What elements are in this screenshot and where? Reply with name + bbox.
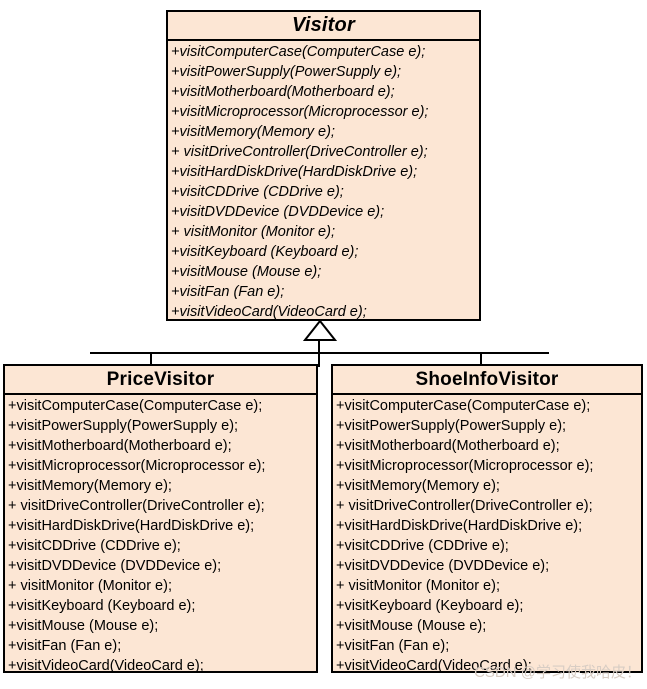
uml-method: +visitVideoCard(VideoCard e);: [336, 658, 532, 674]
uml-method: +visitPowerSupply(PowerSupply e);: [336, 418, 567, 434]
uml-method: +visitMouse (Mouse e);: [8, 618, 159, 634]
generalization-drop-shoeinfovisitor: [480, 352, 482, 366]
uml-method: +visitMicroprocessor(Microprocessor e);: [8, 458, 266, 474]
uml-method: + visitDriveController(DriveController e…: [336, 498, 593, 514]
uml-method: +visitMouse (Mouse e);: [171, 264, 322, 280]
uml-method: +visitMemory(Memory e);: [8, 478, 172, 494]
uml-method: + visitDriveController(DriveController e…: [171, 144, 428, 160]
generalization-drop-pricevisitor: [150, 352, 152, 366]
uml-method: +visitMemory(Memory e);: [171, 124, 335, 140]
uml-method: +visitDVDDevice (DVDDevice e);: [336, 558, 550, 574]
uml-method: +visitMotherboard(Motherboard e);: [336, 438, 560, 454]
uml-method: +visitMicroprocessor(Microprocessor e);: [336, 458, 594, 474]
uml-method: +visitMouse (Mouse e);: [336, 618, 487, 634]
uml-class-shoeinfovisitor[interactable]: ShoeInfoVisitor +visitComputerCase(Compu…: [331, 364, 643, 676]
uml-method: + visitMonitor (Monitor e);: [171, 224, 335, 240]
uml-method: +visitFan (Fan e);: [336, 638, 450, 654]
uml-method: +visitMotherboard(Motherboard e);: [171, 84, 395, 100]
uml-method: +visitHardDiskDrive(HardDiskDrive e);: [171, 164, 418, 180]
uml-method: +visitCDDrive (CDDrive e);: [8, 538, 181, 554]
uml-class-visitor[interactable]: Visitor +visitComputerCase(ComputerCase …: [166, 10, 481, 321]
uml-method: +visitCDDrive (CDDrive e);: [171, 184, 344, 200]
uml-method: +visitVideoCard(VideoCard e);: [171, 304, 367, 320]
uml-method: +visitPowerSupply(PowerSupply e);: [171, 64, 402, 80]
uml-class-name-pricevisitor: PriceVisitor: [5, 366, 316, 395]
uml-method: +visitMemory(Memory e);: [336, 478, 500, 494]
uml-method: +visitDVDDevice (DVDDevice e);: [171, 204, 385, 220]
uml-method: +visitFan (Fan e);: [8, 638, 122, 654]
uml-members-pricevisitor: +visitComputerCase(ComputerCase e); +vis…: [5, 395, 316, 676]
uml-members-shoeinfovisitor: +visitComputerCase(ComputerCase e); +vis…: [333, 395, 641, 676]
uml-method: +visitDVDDevice (DVDDevice e);: [8, 558, 222, 574]
uml-method: +visitHardDiskDrive(HardDiskDrive e);: [8, 518, 255, 534]
uml-class-name-shoeinfovisitor: ShoeInfoVisitor: [333, 366, 641, 395]
uml-method: + visitDriveController(DriveController e…: [8, 498, 265, 514]
generalization-bus: [90, 352, 549, 354]
uml-method: +visitVideoCard(VideoCard e);: [8, 658, 204, 674]
uml-method: +visitHardDiskDrive(HardDiskDrive e);: [336, 518, 583, 534]
uml-method: +visitKeyboard (Keyboard e);: [171, 244, 359, 260]
uml-method: +visitMicroprocessor(Microprocessor e);: [171, 104, 429, 120]
uml-method: +visitKeyboard (Keyboard e);: [336, 598, 524, 614]
uml-method: +visitComputerCase(ComputerCase e);: [171, 44, 426, 60]
generalization-arrowhead-icon: [303, 319, 337, 341]
uml-method: + visitMonitor (Monitor e);: [336, 578, 500, 594]
uml-class-name-visitor: Visitor: [168, 12, 479, 41]
uml-class-pricevisitor[interactable]: PriceVisitor +visitComputerCase(Computer…: [3, 364, 318, 676]
uml-members-visitor: +visitComputerCase(ComputerCase e); +vis…: [168, 41, 479, 322]
uml-method: +visitMotherboard(Motherboard e);: [8, 438, 232, 454]
uml-method: + visitMonitor (Monitor e);: [8, 578, 172, 594]
uml-method: +visitComputerCase(ComputerCase e);: [336, 398, 591, 414]
uml-method: +visitKeyboard (Keyboard e);: [8, 598, 196, 614]
uml-method: +visitComputerCase(ComputerCase e);: [8, 398, 263, 414]
uml-method: +visitCDDrive (CDDrive e);: [336, 538, 509, 554]
uml-method: +visitPowerSupply(PowerSupply e);: [8, 418, 239, 434]
uml-method: +visitFan (Fan e);: [171, 284, 285, 300]
